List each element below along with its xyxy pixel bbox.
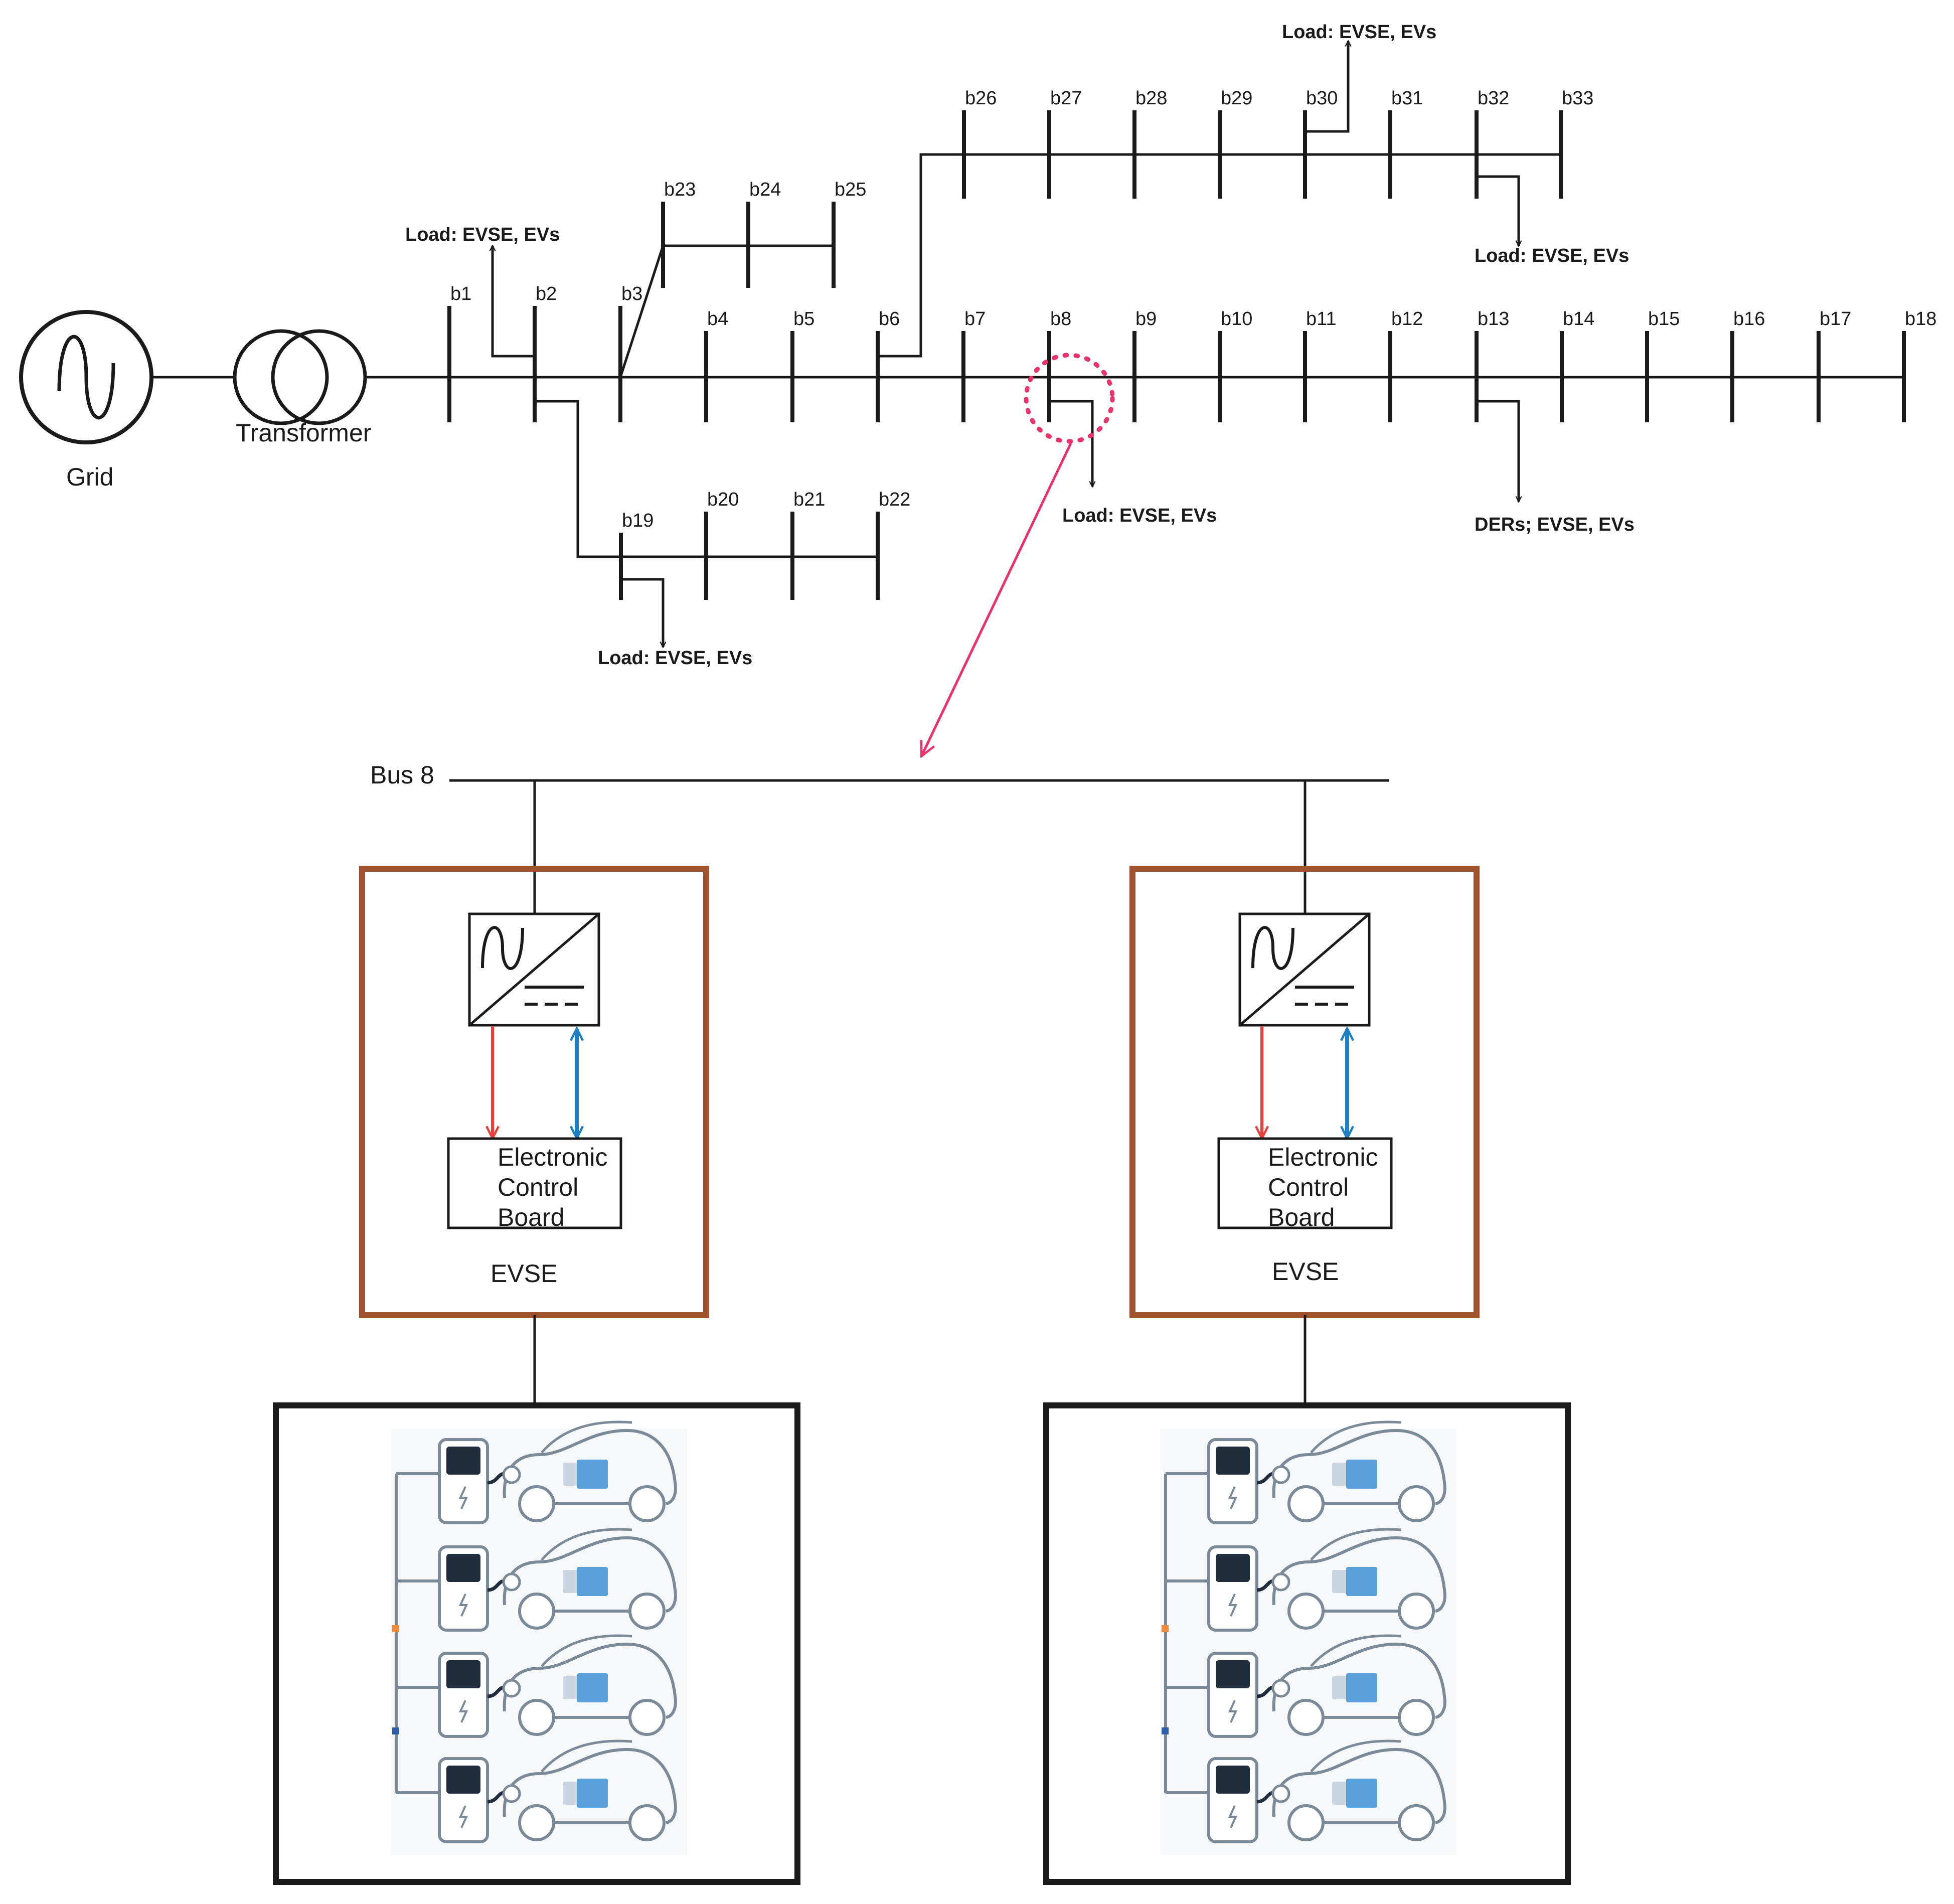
electric-car-icon xyxy=(502,1420,677,1522)
bus-label-b27: b27 xyxy=(1050,88,1082,109)
bus-label-b17: b17 xyxy=(1820,308,1851,330)
bus-label-b20: b20 xyxy=(707,489,739,510)
electric-car-icon xyxy=(502,1528,677,1630)
bus-label-b1: b1 xyxy=(450,283,471,304)
evse-left-label: EVSE xyxy=(491,1259,557,1288)
bus-label-b9: b9 xyxy=(1135,308,1157,330)
ev-charging-station-3 xyxy=(396,1634,677,1738)
electric-car-icon xyxy=(1271,1528,1446,1630)
ac-dc-converter-icon xyxy=(1238,912,1371,1027)
ev-charging-station-3 xyxy=(1166,1634,1446,1738)
bus-label-b16: b16 xyxy=(1733,308,1765,330)
bus-label-b3: b3 xyxy=(621,283,642,304)
control-board-left-line3: Board xyxy=(498,1203,564,1231)
evse-right-label: EVSE xyxy=(1272,1257,1339,1286)
zoom-arrow xyxy=(922,442,1072,755)
grid-source-icon xyxy=(19,310,153,444)
lateral-b3-b23 xyxy=(619,245,665,378)
bus-label-b26: b26 xyxy=(965,88,997,109)
ev-bus-marker-orange xyxy=(392,1625,399,1632)
load-label-b19: Load: EVSE, EVs xyxy=(598,648,752,669)
bus-label-b29: b29 xyxy=(1221,88,1252,109)
bus-label-b15: b15 xyxy=(1648,308,1680,330)
bus-label-b11: b11 xyxy=(1306,308,1337,330)
bus-label-b23: b23 xyxy=(664,179,696,200)
bus-label-b5: b5 xyxy=(793,308,815,330)
bus-label-b12: b12 xyxy=(1391,308,1423,330)
ev-chargers-right xyxy=(1161,1420,1456,1855)
load-label-b8: Load: EVSE, EVs xyxy=(1062,505,1217,526)
load-label-b2: Load: EVSE, EVs xyxy=(405,224,560,245)
load-arrow-b8 xyxy=(1049,400,1092,487)
der-arrow-b13 xyxy=(1477,400,1519,502)
bus8-highlight-circle xyxy=(1024,353,1115,444)
der-label-b13: DERs; EVSE, EVs xyxy=(1475,514,1635,535)
ev-charging-station-1 xyxy=(1166,1420,1446,1524)
control-board-left-line1: Electronic xyxy=(498,1143,608,1171)
bus-label-b7: b7 xyxy=(964,308,986,330)
bus-label-b32: b32 xyxy=(1478,88,1509,109)
bus-label-b28: b28 xyxy=(1135,88,1167,109)
control-board-left xyxy=(447,1137,622,1229)
bus-label-b19: b19 xyxy=(622,510,654,531)
ev-charging-station-4 xyxy=(1166,1739,1446,1843)
load-arrow-b19 xyxy=(621,578,663,647)
network-schematic: Grid Transformer b1 b2 b3 b4 b5 b6 b7 b8 b9 b10 b1… xyxy=(19,22,1936,755)
bus-label-b30: b30 xyxy=(1306,88,1338,109)
bus-label-b2: b2 xyxy=(536,283,557,304)
bus-label-b18: b18 xyxy=(1905,308,1936,330)
electric-car-icon xyxy=(502,1739,677,1841)
bus-label-b14: b14 xyxy=(1563,308,1594,330)
bus8-detail: Bus 8 Electronic Control Board EVSE xyxy=(273,761,1571,1885)
ev-bus-marker-blue xyxy=(1162,1727,1169,1734)
bus-label-b13: b13 xyxy=(1478,308,1509,330)
ev-charging-station-4 xyxy=(396,1739,677,1843)
bus-label-b21: b21 xyxy=(793,489,825,510)
electric-car-icon xyxy=(1271,1420,1446,1522)
load-arrow-b32 xyxy=(1477,175,1519,246)
electric-car-icon xyxy=(1271,1739,1446,1841)
lateral-b2-b19-line xyxy=(535,400,878,558)
ac-dc-converter-icon xyxy=(468,912,600,1027)
bus8-label: Bus 8 xyxy=(370,761,434,789)
evse-branch-right: Electronic Control Board EVSE xyxy=(1043,780,1571,1885)
bus-label-b4: b4 xyxy=(707,308,728,330)
control-board-right xyxy=(1217,1137,1393,1229)
ev-charging-station-1 xyxy=(396,1420,677,1524)
electric-car-icon xyxy=(502,1634,677,1736)
bus-label-b10: b10 xyxy=(1221,308,1252,330)
evse-branch-left: Electronic Control Board EVSE xyxy=(273,780,800,1885)
bus-label-b8: b8 xyxy=(1050,308,1071,330)
grid-label: Grid xyxy=(66,463,113,491)
ev-bus-marker-orange xyxy=(1162,1625,1169,1632)
transformer-icon xyxy=(233,329,367,425)
load-arrow-b30 xyxy=(1305,41,1348,133)
lateral-b6-b26-line xyxy=(878,153,1561,358)
electric-car-icon xyxy=(1271,1634,1446,1736)
bus-label-b6: b6 xyxy=(879,308,900,330)
ev-charging-station-2 xyxy=(1166,1528,1446,1632)
ev-bus-marker-blue xyxy=(392,1727,399,1734)
control-board-left-line2: Control xyxy=(498,1173,578,1201)
bus-label-b22: b22 xyxy=(879,489,910,510)
load-label-b30: Load: EVSE, EVs xyxy=(1282,22,1436,43)
bus-label-b33: b33 xyxy=(1562,88,1593,109)
load-arrow-b2 xyxy=(493,246,535,358)
load-label-b32: Load: EVSE, EVs xyxy=(1475,245,1629,266)
ev-charging-station-2 xyxy=(396,1528,677,1632)
transformer-label: Transformer xyxy=(236,419,371,447)
bus-label-b24: b24 xyxy=(749,179,781,200)
bus-label-b31: b31 xyxy=(1391,88,1423,109)
control-board-right-line2: Control xyxy=(1268,1173,1349,1201)
control-board-right-line3: Board xyxy=(1268,1203,1335,1231)
ev-chargers-left xyxy=(391,1420,687,1855)
control-board-right-line1: Electronic xyxy=(1268,1143,1378,1171)
bus-label-b25: b25 xyxy=(835,179,866,200)
